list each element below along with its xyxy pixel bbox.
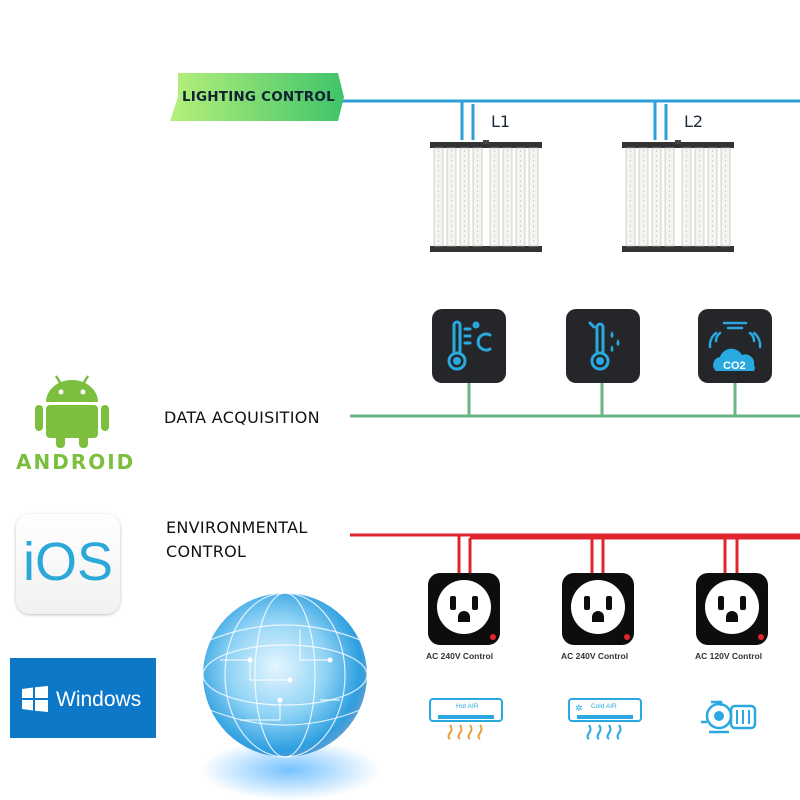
android-logo-icon (35, 375, 109, 448)
fixture-label-l2: L2 (684, 112, 704, 131)
sensor-humidity (566, 309, 640, 383)
power-outlet-icon (705, 580, 764, 640)
water-pump-icon (701, 700, 757, 734)
outlet-1 (428, 573, 500, 645)
windows-logo-icon (22, 686, 48, 712)
environmental-label-line1: ENVIRONMENTAL (166, 518, 308, 537)
led-fixture-l2 (622, 140, 734, 252)
outlet-2 (562, 573, 634, 645)
lighting-control-tag: LIGHTING CONTROL (168, 71, 346, 123)
environmental-label-line2: CONTROL (166, 542, 247, 561)
temperature-celsius-icon (447, 320, 492, 371)
android-platform: android (14, 368, 136, 478)
ios-platform: iOS (16, 514, 120, 614)
data-acquisition-label: DATA ACQUISITION (164, 408, 320, 427)
environment-bus (350, 533, 800, 573)
data-bus (350, 382, 800, 418)
outlet-label-2: AC 240V Control (561, 651, 629, 661)
svg-text:✲: ✲ (575, 704, 583, 714)
air-conditioner-device: ✲ Cold AIR (567, 695, 643, 741)
outlet-label-3: AC 120V Control (695, 651, 763, 661)
outlet-label-1: AC 240V Control (426, 651, 494, 661)
lighting-control-label: LIGHTING CONTROL (182, 89, 335, 105)
sensor-co2: CO2 (698, 309, 772, 383)
fixture-label-l1: L1 (491, 112, 511, 131)
humidity-thermometer-icon (588, 321, 620, 371)
power-outlet-icon (571, 580, 630, 640)
heater-text: Hot AIR (456, 703, 479, 710)
heater-device: Hot AIR (428, 695, 504, 741)
co2-text: CO2 (723, 360, 746, 372)
sensor-temperature (432, 309, 506, 383)
air-conditioner-text: Cold AIR (591, 703, 617, 710)
co2-sensor-icon (708, 321, 762, 371)
led-fixture-l1 (430, 140, 542, 252)
tag-shape (170, 73, 344, 121)
power-outlet-icon (437, 580, 496, 640)
pump-device (697, 692, 767, 742)
network-globe-graphic (200, 592, 380, 800)
heater-icon (429, 698, 503, 740)
lighting-bus (340, 99, 800, 140)
ios-logo-icon: iOS (22, 532, 114, 592)
android-wordmark: android (16, 450, 136, 474)
windows-platform: Windows (10, 658, 156, 738)
windows-wordmark: Windows (56, 688, 142, 711)
outlet-3 (696, 573, 768, 645)
air-conditioner-icon: ✲ (568, 698, 642, 740)
